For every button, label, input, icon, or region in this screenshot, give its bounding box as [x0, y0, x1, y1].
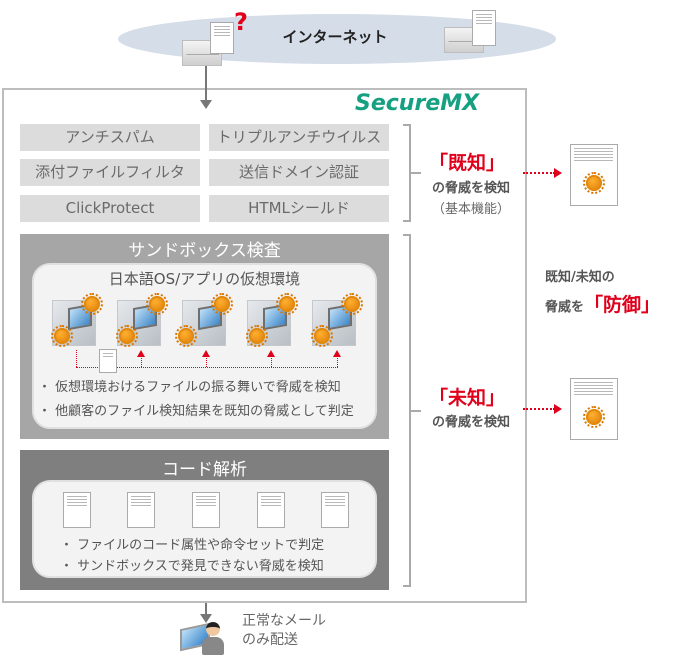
red-arrow-head-icon: [554, 168, 562, 178]
connector-line: [271, 352, 272, 367]
red-up-arrow-icon: [267, 350, 275, 357]
known-subnote: （基本機能）: [432, 202, 511, 217]
connector-line: [76, 367, 338, 368]
virtual-env-title: 日本語OS/アプリの仮想環境: [108, 270, 301, 288]
virus-icon: [583, 172, 605, 194]
defense-highlight: 「防御」: [584, 294, 661, 316]
known-title: 「既知」: [429, 152, 506, 174]
arrow-down-icon: [200, 614, 212, 623]
virtual-machine-icon: [175, 293, 233, 348]
red-up-arrow-icon: [202, 350, 210, 357]
feature-clickprotect: ClickProtect: [20, 195, 200, 222]
code-bullet: ・ ファイルのコード属性や命令セットで判定: [60, 538, 325, 553]
known-note: の脅威を検知: [432, 181, 511, 196]
flow-arrow-line: [205, 603, 207, 617]
bracket-unknown: [403, 234, 411, 587]
bracket-tick: [411, 410, 421, 412]
code-file-icon: [192, 492, 220, 528]
feature-attachment-filter: 添付ファイルフィルタ: [20, 159, 200, 186]
question-mark-icon: ?: [234, 8, 248, 36]
red-up-arrow-icon: [333, 350, 341, 357]
red-dotted-arrow: [523, 172, 555, 174]
document-icon: [472, 10, 496, 46]
virtual-machine-icon: [116, 293, 168, 348]
unknown-note: の脅威を検知: [432, 415, 511, 430]
user-with-laptop-icon: [180, 620, 230, 656]
defense-line1: 既知/未知の: [545, 270, 615, 285]
infected-document-icon: [570, 144, 618, 206]
flow-arrow-line: [205, 88, 207, 102]
virtual-machine-icon: [246, 293, 298, 348]
connector-line: [337, 352, 338, 367]
code-file-icon: [127, 492, 155, 528]
defense-prefix: 脅威を: [545, 300, 585, 315]
sample-file-icon: [99, 349, 117, 373]
defense-line2: 脅威を「防御」: [545, 290, 660, 317]
internet-label: インターネット: [282, 28, 388, 46]
feature-antispam: アンチスパム: [20, 124, 200, 151]
bracket-known: [403, 124, 411, 222]
delivery-line1: 正常なメール: [242, 613, 326, 629]
feature-triple-antivirus: トリプルアンチウイルス: [209, 124, 389, 151]
document-icon: [210, 22, 234, 54]
red-arrow-head-icon: [554, 404, 562, 414]
flow-arrow-line: [205, 66, 207, 100]
sandbox-bullet: ・ 仮想環境おけるファイルの振る舞いで脅威を検知: [38, 380, 341, 395]
red-dotted-arrow: [523, 408, 555, 410]
infected-document-icon: [570, 378, 618, 440]
unknown-title: 「未知」: [429, 387, 506, 409]
code-file-icon: [321, 492, 349, 528]
sandbox-title: サンドボックス検査: [128, 241, 281, 261]
securemx-logo: SecureMX: [355, 91, 480, 116]
connector-line: [206, 352, 207, 367]
red-up-arrow-icon: [137, 350, 145, 357]
code-file-icon: [63, 492, 91, 528]
feature-domain-auth: 送信ドメイン認証: [209, 159, 389, 186]
feature-html-shield: HTMLシールド: [209, 195, 389, 222]
sandbox-bullet: ・ 他顧客のファイル検知結果を既知の脅威として判定: [38, 404, 354, 419]
code-analysis-title: コード解析: [162, 460, 247, 480]
virtual-machine-icon: [51, 293, 103, 348]
delivery-line2: のみ配送: [242, 632, 298, 648]
code-file-icon: [257, 492, 285, 528]
arrow-down-icon: [200, 100, 212, 109]
virus-icon: [583, 406, 605, 428]
bracket-tick: [411, 172, 421, 174]
connector-line: [76, 350, 77, 367]
code-bullet: ・ サンドボックスで発見できない脅威を検知: [60, 559, 324, 574]
connector-line: [141, 352, 142, 367]
virtual-machine-icon: [311, 293, 363, 348]
